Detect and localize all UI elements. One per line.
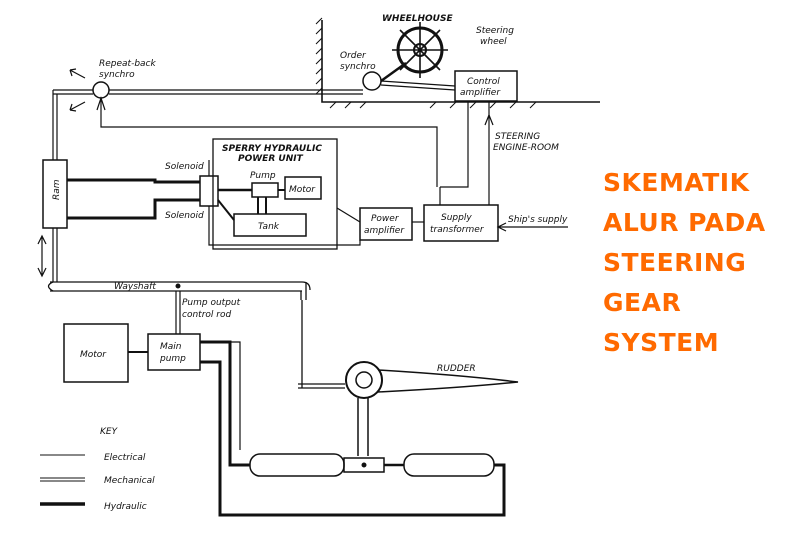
main-pump-box xyxy=(147,333,201,371)
title-line-4: GEAR xyxy=(603,288,682,317)
pump-small-label: Pump xyxy=(250,171,276,181)
solenoid-top-label: Solenoid xyxy=(165,162,204,172)
repeat-back-label-1: Repeat-back xyxy=(99,59,157,69)
power-amplifier-box xyxy=(359,207,413,241)
title-line-1: SKEMATIK xyxy=(603,168,750,197)
sperry-label-2: POWER UNIT xyxy=(238,154,304,164)
wayshaft xyxy=(47,281,311,300)
supply-transformer-box xyxy=(423,204,499,242)
main-motor-label: Motor xyxy=(80,350,107,360)
steering-wheel-icon xyxy=(392,22,448,78)
title-line-3: STEERING xyxy=(603,248,747,277)
rudder-ram-cylinders xyxy=(230,453,495,477)
wheelhouse-label: WHEELHOUSE xyxy=(382,14,453,24)
ram-hydraulic-lines xyxy=(67,178,200,220)
motor-small-box xyxy=(284,176,322,200)
key-hydraulic: Hydraulic xyxy=(104,502,147,512)
legend: KEY Electrical Mechanical Hydraulic xyxy=(40,427,155,512)
tank-label: Tank xyxy=(258,222,280,232)
wheelhouse-bulkhead xyxy=(315,17,600,109)
steering-wheel-label-1: Steering xyxy=(476,26,514,36)
sperry-unit-box xyxy=(212,138,338,250)
key-mechanical: Mechanical xyxy=(104,476,155,486)
ships-supply-label: Ship's supply xyxy=(508,215,568,225)
wayshaft-label: Wayshaft xyxy=(114,282,156,292)
electrical-lines-mid xyxy=(208,187,441,246)
ram-rod xyxy=(37,228,58,282)
power-amplifier-label-1: Power xyxy=(371,214,400,224)
ram-box xyxy=(42,159,68,229)
power-amplifier-label-2: amplifier xyxy=(364,226,405,236)
pump-output-label-2: control rod xyxy=(182,310,231,320)
sperry-label-1: SPERRY HYDRAULIC xyxy=(222,144,322,154)
steering-label: STEERING xyxy=(495,132,540,142)
main-pump-label-2: pump xyxy=(159,354,186,364)
repeat-back-label-2: synchro xyxy=(99,70,135,80)
solenoid-bottom-label: Solenoid xyxy=(165,211,204,221)
supply-transformer-label-1: Supply xyxy=(441,213,472,223)
title-line-5: SYSTEM xyxy=(603,328,720,357)
rudder-link xyxy=(298,300,345,389)
pump-control-rod xyxy=(175,291,181,334)
ram-label: Ram xyxy=(52,179,62,200)
signal-lines-upper xyxy=(52,80,494,205)
title-line-2: ALUR PADA xyxy=(603,208,766,237)
order-synchro-label-2: synchro xyxy=(340,62,376,72)
key-title: KEY xyxy=(100,427,119,437)
steering-wheel-label-2: wheel xyxy=(480,37,507,47)
key-mechanical-line xyxy=(40,477,85,482)
control-amplifier-label-2: amplifier xyxy=(460,88,501,98)
supply-transformer-label-2: transformer xyxy=(430,225,485,235)
rudder-icon xyxy=(345,361,519,456)
key-electrical: Electrical xyxy=(104,453,146,463)
ships-supply-arrow xyxy=(496,222,568,232)
pump-output-label-1: Pump output xyxy=(182,298,241,308)
pump-small-box xyxy=(251,182,279,198)
order-synchro-label-1: Order xyxy=(340,51,367,61)
engine-room-label: ENGINE-ROOM xyxy=(493,143,559,153)
motor-small-label: Motor xyxy=(289,185,316,195)
control-amplifier-label-1: Control xyxy=(467,77,500,87)
tank-box xyxy=(233,213,307,237)
rudder-label: RUDDER xyxy=(437,364,476,374)
solenoid-valve xyxy=(199,175,219,207)
main-pump-label-1: Main xyxy=(160,342,182,352)
